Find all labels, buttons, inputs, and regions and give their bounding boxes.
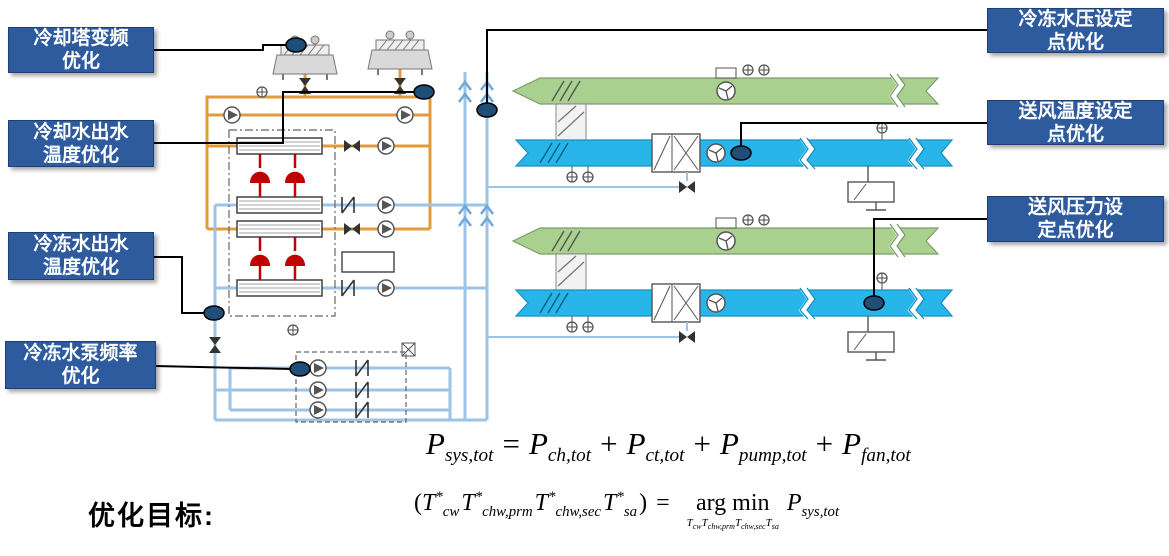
sensor-supply-air-temperature [730,145,752,161]
cooling-tower-icon [367,30,433,75]
callout-condenser-water-temp: 冷却水出水 温度优化 [8,120,154,167]
formula-term: Ppump,tot [719,426,807,467]
sensor-chilled-water-outlet [203,305,225,321]
connector-condenser-water [153,91,415,144]
pump-icon [377,137,395,155]
formula-term: Psys,tot [426,426,494,467]
pump-icon [377,279,395,297]
callout-label: 冷却塔变频 优化 [33,28,129,72]
valve-icon [344,223,360,235]
callout-label: 冷却水出水 温度优化 [33,121,129,166]
callout-label: 送风压力设 定点优化 [1027,197,1123,241]
connector-chw-pressure [486,29,987,103]
callout-connectors [153,29,987,370]
pump-icon [309,401,327,419]
sensor-chw-pump-frequency [289,361,311,377]
ahu-unit-1 [487,65,952,210]
connector-chilled-water [153,256,205,314]
connector-chw-pump [154,365,292,370]
compressor-icon [285,254,305,266]
formula-term: T*sa [603,489,638,520]
callout-chilled-water-temp: 冷冻水出水 温度优化 [8,232,154,280]
callout-supply-air-pressure-setpoint: 送风压力设 定点优化 [987,196,1164,242]
callout-chw-pressure-setpoint: 冷冻水压设定 点优化 [987,8,1164,53]
callout-label: 冷冻水泵频率 优化 [23,343,138,387]
pump-icon [377,220,395,238]
argmin-subscript: TcwTchw,prmTchw,secTsa [686,517,779,532]
callout-cooling-tower-vfd: 冷却塔变频 优化 [8,27,154,73]
connector-supply-air-temp [740,122,987,146]
pump-icon [377,196,395,214]
sensor-chw-pressure [476,102,498,118]
sensor-condenser-water-outlet [413,84,435,100]
formula-term: Pct,tot [626,426,685,467]
compressor-icon [250,254,270,266]
sensor-plus-icon [287,324,299,336]
formula-term: T*chw,prm [461,489,533,520]
connector-cooling-tower [153,44,287,51]
objective-label: 优化目标: [88,501,215,531]
connector-supply-air-pressure [873,218,987,296]
formula-term: Pch,tot [528,426,592,467]
valve-icon [344,140,360,152]
compressor-icon [250,171,270,183]
pump-icon [223,106,241,124]
power-balance-formula: Psys,tot=Pch,tot+Pct,tot+Ppump,tot+Pfan,… [426,426,911,467]
callout-label: 冷冻水压设定 点优化 [1018,8,1133,53]
pump-icon [309,381,327,399]
callout-label: 冷冻水出水 温度优化 [33,234,129,278]
callout-supply-air-temp-setpoint: 送风温度设定 点优化 [987,100,1164,145]
pump-icon [309,359,327,377]
formula-term: Pfan,tot [842,426,911,467]
chilled-water-risers [457,72,495,420]
compressor-icon [285,171,305,183]
pump-icon [396,106,414,124]
condenser-water-piping [205,69,432,231]
valve-icon [209,337,221,353]
formula-term: T*chw,sec [534,489,602,520]
sensor-supply-air-pressure [863,295,885,311]
sensor-cooling-tower-vfd [285,37,307,53]
heat-exchanger-icon [401,342,416,357]
ahu-unit-2 [487,215,952,360]
chiller-2 [236,220,323,297]
formula-term: Psys,tot [786,490,840,520]
secondary-pump-group [295,351,407,423]
formula-term: T*cw [422,489,460,520]
sensor-markers [203,37,885,377]
callout-label: 送风温度设定 点优化 [1018,100,1133,145]
callout-chw-pump-frequency: 冷冻水泵频率 优化 [5,341,156,389]
chiller-1 [236,137,323,214]
expansion-tank [341,251,395,273]
sensor-plus-icon [256,86,268,98]
